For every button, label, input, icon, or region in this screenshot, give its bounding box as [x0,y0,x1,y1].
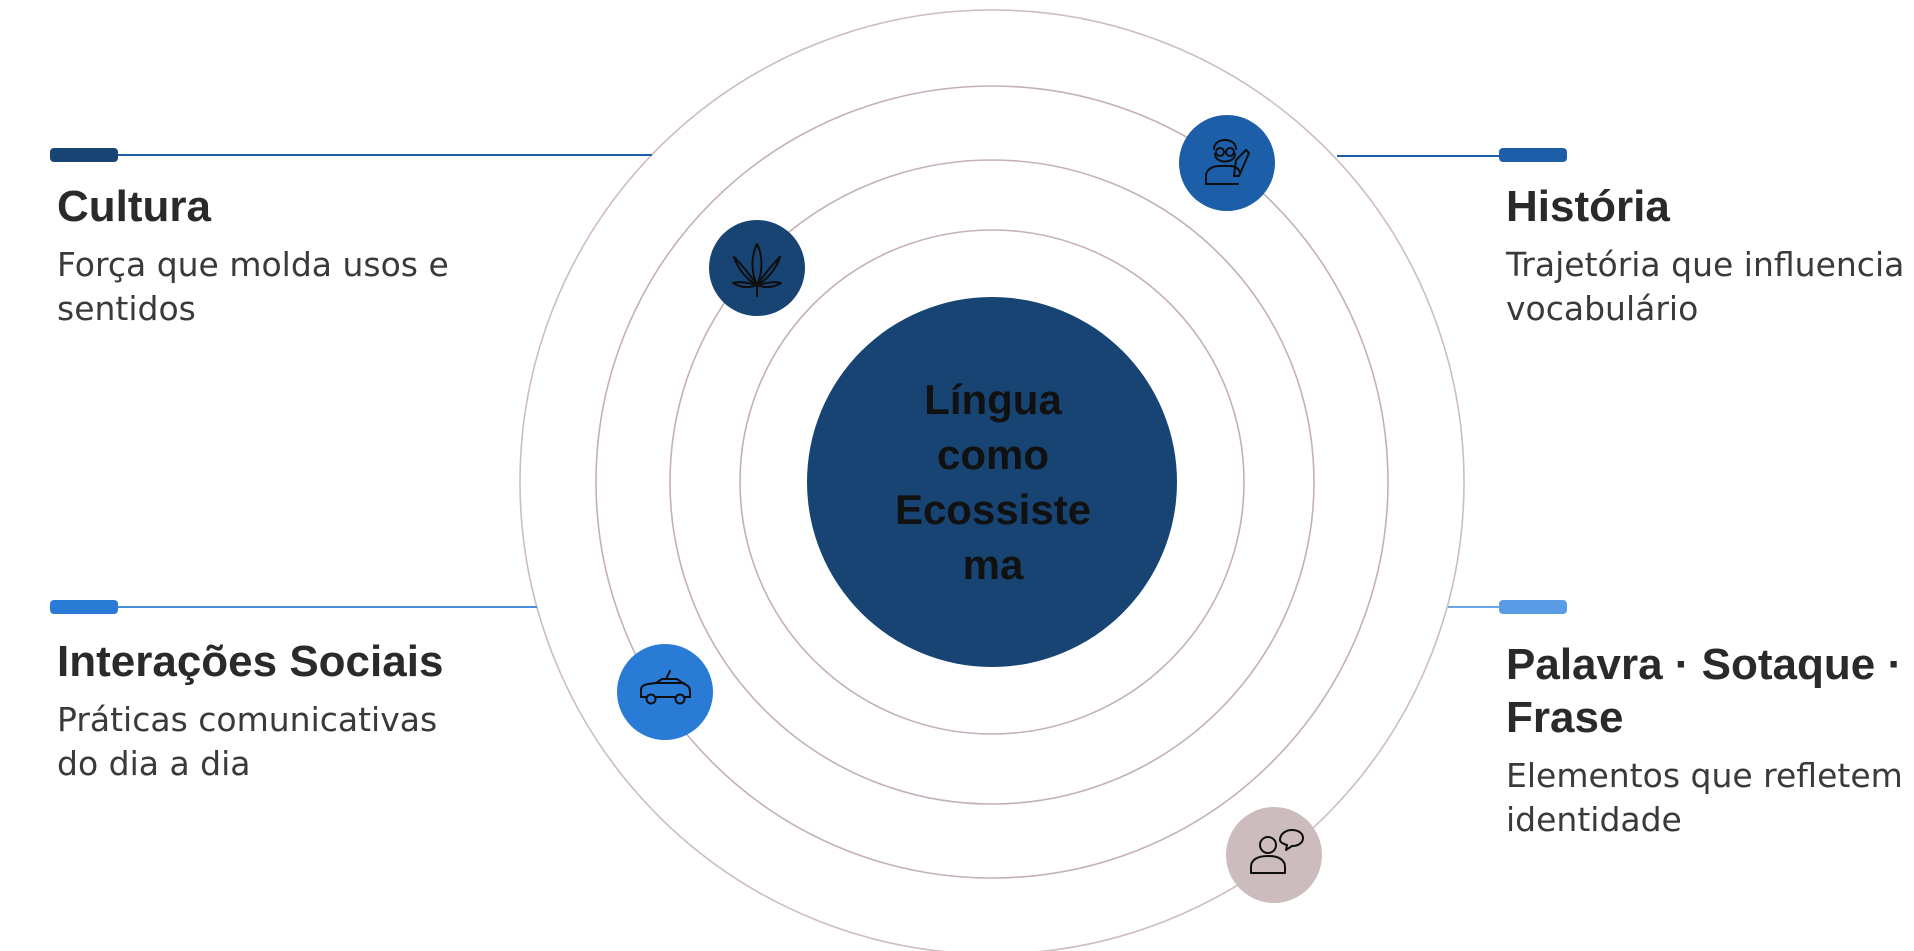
inner-ring [739,229,1245,735]
ring-3 [595,85,1389,879]
block-interacoes: Interações Sociais Práticas comunicativa… [57,635,517,786]
node-palavra [1226,807,1322,903]
node-historia [1179,115,1275,211]
block-palavra: Palavra · Sotaque ·Frase Elementos que r… [1506,638,1914,842]
convertible-car-icon [640,670,691,705]
accent-bar-historia [1499,148,1567,162]
node-cultura [709,220,805,316]
block-title-interacoes: Interações Sociais [57,637,444,686]
ring-2 [669,159,1315,805]
block-title-historia: História [1506,182,1670,231]
accent-bar-cultura [50,148,118,162]
conversation-icon [1250,829,1304,874]
block-title-palavra: Palavra · Sotaque ·Frase [1506,640,1903,742]
cannabis-leaf-icon [732,243,782,297]
outer-ring [519,9,1465,951]
accent-bar-palavra [1499,600,1567,614]
node-interacoes [617,644,713,740]
accent-bar-interacoes [50,600,118,614]
scholar-writing-icon [1205,139,1250,185]
block-title-cultura: Cultura [57,182,211,231]
center-circle [807,297,1177,667]
